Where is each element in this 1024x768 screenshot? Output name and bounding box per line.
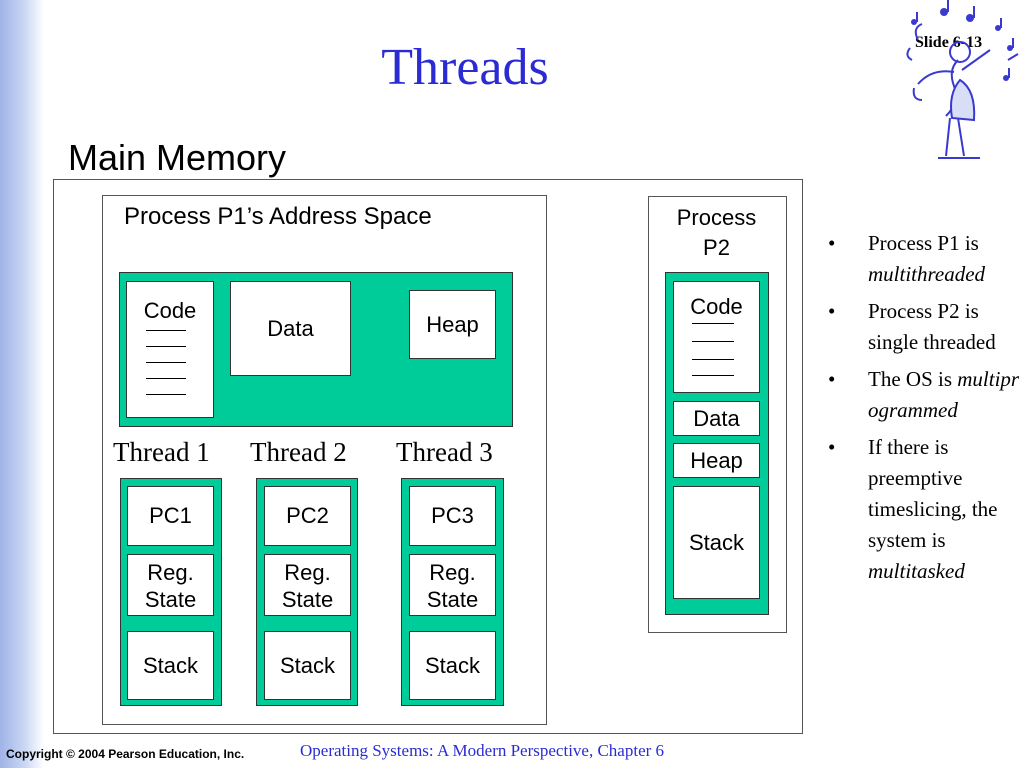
copyright-notice: Copyright © 2004 Pearson Education, Inc. [6, 747, 245, 761]
thread-2-reg-state: Reg.State [264, 554, 351, 616]
bullet-emphasis: multitasked [868, 559, 965, 583]
process-p2-label-line2: P2 [703, 235, 730, 260]
process-p2-label: Process P2 [648, 203, 785, 263]
bullet-item: •If there is preemptive timeslicing, the… [828, 435, 998, 583]
thread-2-state-label: State [281, 587, 334, 612]
slide-number: Slide 6-13 [915, 34, 983, 51]
p1-code-segment: Code [126, 281, 214, 418]
code-line [692, 375, 734, 376]
thread-2-pc-label: PC2 [286, 503, 329, 528]
code-line [146, 362, 186, 363]
thread-3-reg-label: Reg. [429, 560, 476, 585]
p1-code-label: Code [143, 298, 197, 323]
code-line [146, 394, 186, 395]
p2-stack-label: Stack [688, 530, 745, 555]
p2-stack-segment: Stack [673, 486, 760, 599]
thread-2-label: Thread 2 [250, 437, 347, 467]
bullet-text: If there is preemptive timeslicing, the … [868, 435, 998, 552]
bullet-text: The OS is [868, 367, 958, 391]
thread-1-stack-label: Stack [142, 653, 199, 678]
thread-1-reg-label: Reg. [147, 560, 194, 585]
bullet-item: •Process P1 is multithreaded [828, 231, 986, 286]
p2-code-label: Code [690, 294, 743, 319]
code-line [692, 341, 734, 342]
music-conductor-icon [906, 0, 1019, 159]
p2-data-label: Data [693, 406, 740, 431]
process-p1-label: Process P1’s Address Space [124, 203, 432, 230]
thread-3-pc: PC3 [409, 486, 496, 546]
thread-3-state-label: State [426, 587, 479, 612]
code-line [692, 323, 734, 324]
thread-1-pc: PC1 [127, 486, 214, 546]
thread-2-reg-label: Reg. [284, 560, 331, 585]
p2-heap-label: Heap [690, 448, 743, 473]
code-line [146, 330, 186, 331]
bullet-item: •Process P2 is single threaded [828, 299, 996, 354]
code-line [692, 359, 734, 360]
code-line [146, 378, 186, 379]
bullet-item: •The OS is multiprogrammed [828, 367, 1020, 422]
bullet-text: Process P2 is single threaded [868, 299, 996, 354]
thread-3-label: Thread 3 [396, 437, 493, 467]
thread-2-pc: PC2 [264, 486, 351, 546]
p1-heap-segment: Heap [409, 290, 496, 359]
p2-code-segment: Code [673, 281, 760, 393]
code-line [146, 346, 186, 347]
thread-3-stack: Stack [409, 631, 496, 700]
bullet-emphasis: multiprogrammed [868, 367, 1020, 422]
p1-data-label: Data [267, 316, 314, 341]
thread-2-stack-label: Stack [279, 653, 336, 678]
p1-data-segment: Data [230, 281, 351, 376]
bullet-list: •Process P1 is multithreaded •Process P2… [826, 228, 1021, 593]
p2-heap-segment: Heap [673, 443, 760, 478]
footer-book-title: Operating Systems: A Modern Perspective,… [300, 741, 665, 760]
thread-1-pc-label: PC1 [149, 503, 192, 528]
main-memory-label: Main Memory [68, 137, 287, 178]
p1-heap-label: Heap [426, 312, 479, 337]
thread-1-stack: Stack [127, 631, 214, 700]
thread-3-reg-state: Reg.State [409, 554, 496, 616]
thread-3-pc-label: PC3 [431, 503, 474, 528]
slide-left-gradient-bar [0, 0, 44, 768]
thread-1-state-label: State [144, 587, 197, 612]
thread-1-label: Thread 1 [113, 437, 210, 467]
process-p2-label-line1: Process [676, 205, 757, 230]
thread-2-stack: Stack [264, 631, 351, 700]
thread-1-reg-state: Reg.State [127, 554, 214, 616]
p2-data-segment: Data [673, 401, 760, 436]
slide-title: Threads [381, 39, 549, 96]
thread-3-stack-label: Stack [424, 653, 481, 678]
bullet-text: Process P1 is [868, 231, 979, 255]
main-memory-box [53, 179, 803, 734]
bullet-emphasis: multithreaded [868, 262, 986, 286]
